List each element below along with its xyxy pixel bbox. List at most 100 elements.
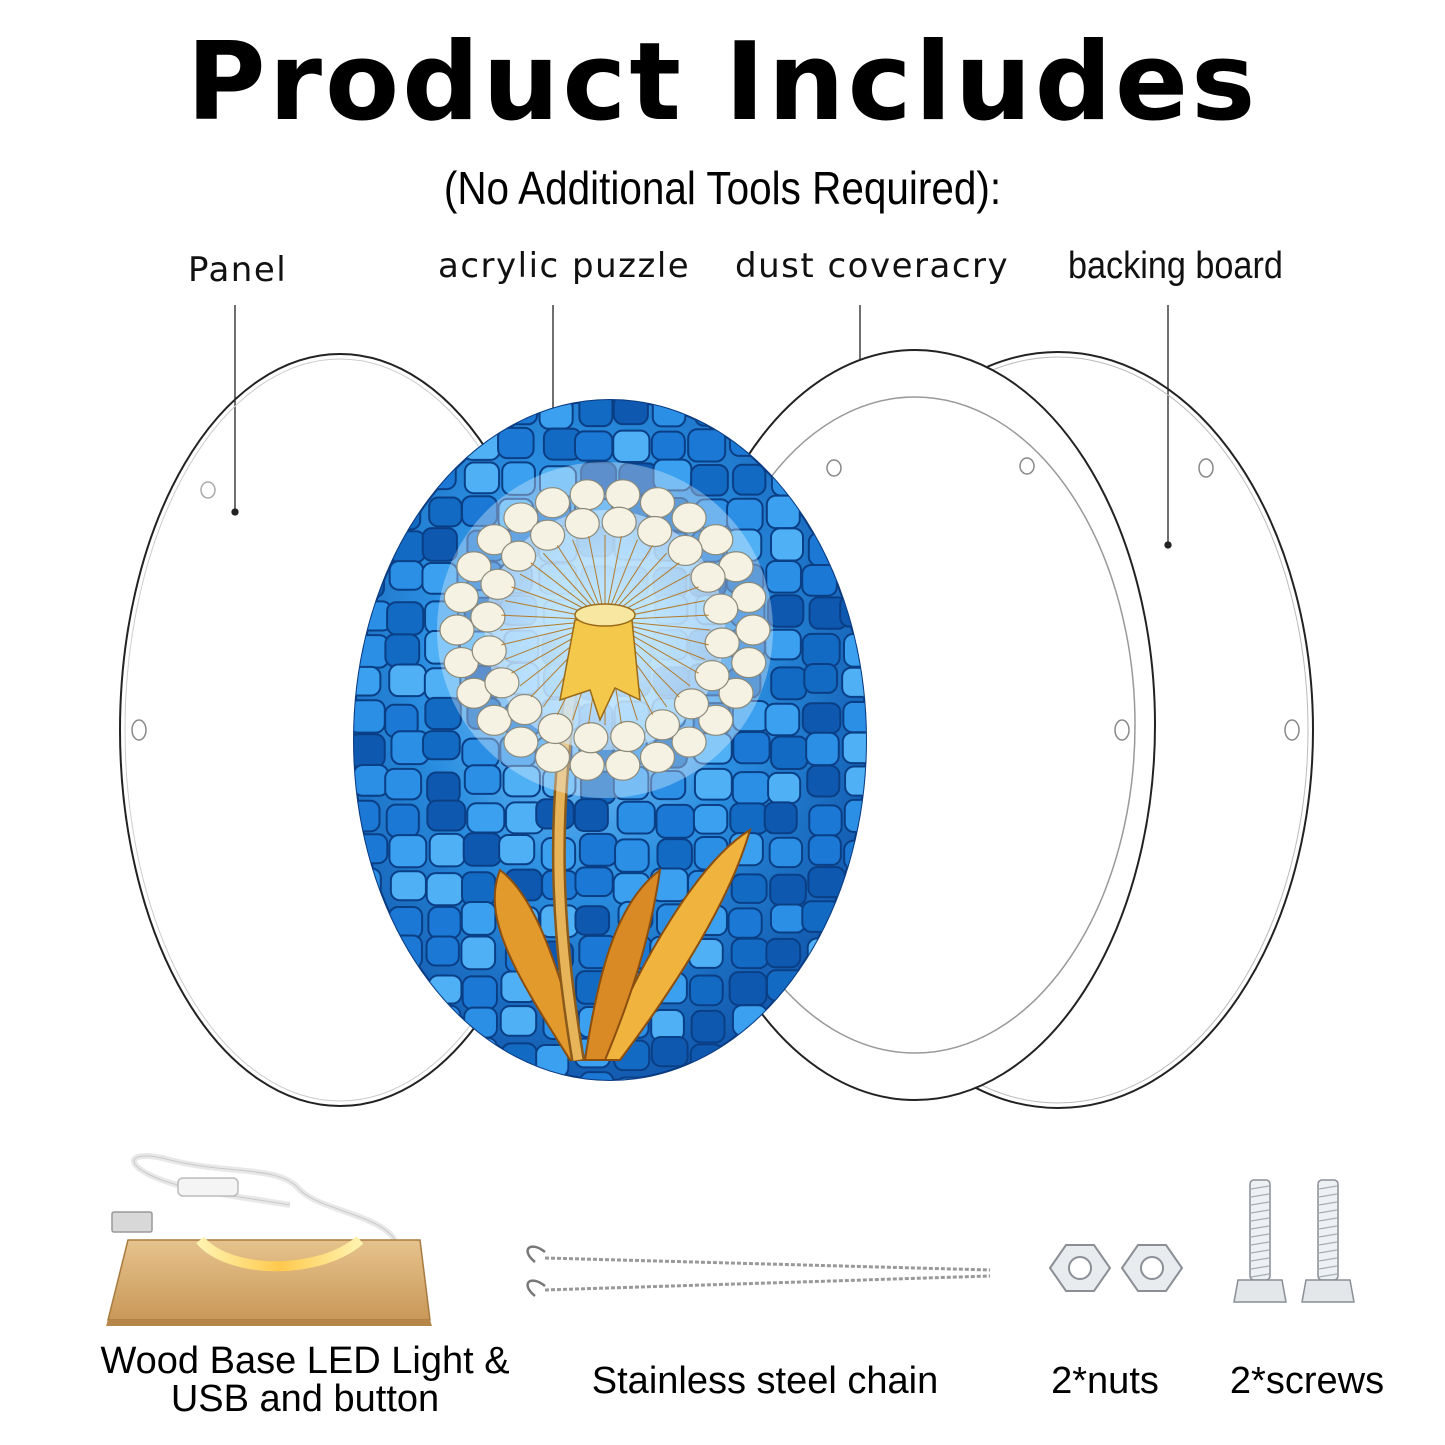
dandelion-seed xyxy=(569,749,605,781)
mosaic-tile xyxy=(689,1070,728,1080)
screw-thread xyxy=(1250,1265,1270,1270)
mosaic-tile xyxy=(650,1036,689,1068)
mosaic-tile xyxy=(573,798,609,832)
mosaic-tile xyxy=(354,799,381,833)
mosaic-tile xyxy=(426,771,461,805)
label-acrylic-puzzle: acrylic puzzle xyxy=(438,246,691,286)
mosaic-tile xyxy=(693,767,733,801)
dandelion-seed xyxy=(439,614,475,646)
mosaic-tile xyxy=(801,632,841,668)
mosaic-tile xyxy=(732,463,767,496)
mosaic-tile xyxy=(460,871,497,907)
mosaic-tile xyxy=(688,974,724,1007)
mosaic-tile xyxy=(423,400,462,427)
dandelion-seed xyxy=(601,506,637,538)
dandelion-seed xyxy=(605,749,641,781)
dandelion-seed xyxy=(637,515,673,548)
screw-thread xyxy=(1318,1233,1338,1238)
mosaic-tile xyxy=(731,1004,769,1037)
dandelion-seed xyxy=(456,551,492,583)
mosaic-tile xyxy=(462,832,502,867)
mosaic-tile xyxy=(578,400,614,428)
mosaic-tile xyxy=(766,594,805,628)
mosaic-tile xyxy=(354,665,382,697)
caption-wood-base: Wood Base LED Light & USB and button xyxy=(95,1342,515,1418)
dandelion-seed xyxy=(610,720,646,753)
dandelion-seed xyxy=(671,502,707,534)
mosaic-tile xyxy=(616,800,656,835)
dandelion-seed xyxy=(698,704,734,736)
mosaic-tile xyxy=(574,866,614,898)
mosaic-tile xyxy=(388,560,425,591)
mosaic-tile xyxy=(770,1071,810,1080)
dandelion-seed xyxy=(534,741,571,773)
dandelion-seed xyxy=(471,635,507,667)
mosaic-tile xyxy=(768,836,804,869)
dandelion-seed xyxy=(503,726,539,758)
mosaic-tile xyxy=(388,834,428,869)
mosaic-tile xyxy=(727,1036,762,1071)
mosaic-tile xyxy=(574,430,614,462)
dandelion-seed xyxy=(644,709,681,741)
dandelion-seed xyxy=(573,722,609,754)
dandelion-seed xyxy=(443,581,479,614)
dandelion-seed xyxy=(605,479,641,511)
screw-thread xyxy=(1250,1249,1270,1254)
dandelion-seed xyxy=(507,693,543,726)
mosaic-tile xyxy=(354,1071,385,1080)
caption-nuts: 2*nuts xyxy=(1051,1360,1159,1402)
caption-wood-base-line1: Wood Base LED Light & xyxy=(100,1340,510,1382)
mosaic-tile xyxy=(424,696,462,731)
mosaic-tile xyxy=(690,1009,726,1044)
mosaic-tile xyxy=(763,801,798,835)
dandelion-seed xyxy=(718,677,754,709)
wood-base-led-icon xyxy=(106,1152,432,1326)
mosaic-tile xyxy=(354,733,386,768)
mosaic-tile xyxy=(730,1077,768,1080)
screw-thread xyxy=(1318,1185,1338,1190)
dandelion-seed xyxy=(639,741,676,773)
mosaic-tile xyxy=(424,1004,462,1036)
screw-thread xyxy=(1318,1265,1338,1270)
mosaic-tile xyxy=(650,770,687,801)
mosaic-tile xyxy=(801,1074,839,1080)
dandelion-seed xyxy=(698,524,734,556)
mosaic-tile xyxy=(841,666,866,698)
dandelion-seed xyxy=(673,688,710,720)
mosaic-tile xyxy=(388,663,427,698)
mosaic-tile xyxy=(497,426,535,460)
label-dust-cover: dust coveracry xyxy=(735,246,1010,286)
mosaic-tile xyxy=(425,935,460,967)
mosaic-tile xyxy=(803,662,839,694)
mosaic-tile xyxy=(687,428,727,463)
mosaic-tile xyxy=(354,634,390,669)
mosaic-tile xyxy=(421,458,457,491)
mosaic-tile xyxy=(386,498,422,531)
mosaic-tile xyxy=(765,560,802,594)
dandelion-seed xyxy=(639,487,676,519)
dandelion-seed xyxy=(569,479,605,511)
dandelion-seed xyxy=(731,646,767,679)
mosaic-tile xyxy=(731,771,771,805)
mosaic-tile xyxy=(655,803,695,839)
screw-icon xyxy=(1233,1179,1355,1303)
screw-thread xyxy=(1250,1241,1270,1246)
mosaic-tile xyxy=(732,730,771,765)
mosaic-tile xyxy=(801,702,842,735)
mosaic-tile xyxy=(770,735,809,771)
mosaic-tile xyxy=(536,1076,573,1080)
dandelion-seed xyxy=(476,704,512,736)
mosaic-tile xyxy=(388,1008,424,1044)
dandelion-seed xyxy=(534,487,571,519)
dandelion-seed xyxy=(704,627,740,659)
screw-thread xyxy=(1318,1273,1338,1278)
mosaic-tile xyxy=(384,633,421,668)
screw-thread xyxy=(1318,1193,1338,1198)
mosaic-tile xyxy=(614,838,650,873)
dandelion-seed xyxy=(500,540,537,572)
mosaic-tile xyxy=(764,702,801,737)
mosaic-tile xyxy=(764,628,802,661)
page-subtitle: (No Additional Tools Required): xyxy=(443,162,1002,214)
mosaic-tile xyxy=(354,764,390,797)
mosaic-tile xyxy=(461,975,498,1011)
